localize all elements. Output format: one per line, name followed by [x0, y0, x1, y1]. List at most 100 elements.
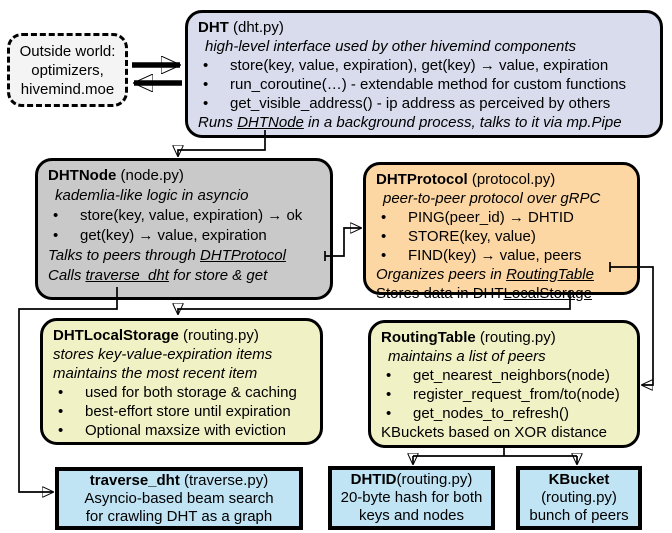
dht-bullet: • store(key, value, expiration), get(key…	[198, 56, 650, 75]
dhtprotocol-subtitle: peer-to-peer protocol over gRPC	[383, 190, 601, 207]
dhtnode-note-traverse: Calls traverse_dht for store & get	[48, 266, 320, 286]
dhtprotocol-note-storage: Stores data in DHTLocalStorage	[376, 284, 627, 303]
dht-bullet-text: get_visible_address() - ip address as pe…	[230, 95, 611, 112]
dht-title-line: DHT (dht.py)	[198, 18, 650, 37]
bullet-icon: •	[203, 57, 209, 74]
dhtlocalstorage-subtitle: stores key-value-expiration items	[53, 346, 273, 363]
traverse-dht-title-line: traverse_dht (traverse.py)	[62, 472, 296, 490]
dht-footer-link: DHTNode	[237, 114, 304, 131]
routingtable-footer: KBuckets based on XOR distance	[381, 424, 607, 441]
kbucket-line: bunch of peers	[529, 507, 629, 524]
dht-footer: Runs DHTNode in a background process, ta…	[198, 113, 650, 132]
traverse-dht-box: traverse_dht (traverse.py) Asyncio-based…	[55, 467, 303, 530]
dhtlocalstorage-bullet-text: best-effort store until expiration	[85, 403, 291, 420]
dhtprotocol-title-line: DHTProtocol (protocol.py)	[376, 170, 627, 189]
dhtprotocol-bullet-text: PING(peer_id) → DHTID	[408, 209, 574, 226]
bullet-icon: •	[386, 386, 392, 403]
dhtnode-traverse-link: traverse_dht	[85, 267, 169, 284]
dhtlocalstorage-bullet-text: Optional maxsize with eviction	[85, 422, 286, 439]
dhtnode-file: (node.py)	[120, 167, 184, 184]
dhtid-file: (routing.py)	[396, 471, 473, 488]
dhtprotocol-routingtable-link: RoutingTable	[506, 266, 594, 283]
dhtprotocol-file: (protocol.py)	[471, 171, 556, 188]
kbucket-file: (routing.py)	[541, 489, 617, 506]
dhtnode-bullet: • store(key, value, expiration) → ok	[48, 206, 320, 226]
dhtnode-bullet-text: store(key, value, expiration) → ok	[80, 207, 303, 224]
dhtnode-subtitle: kademlia-like logic in asyncio	[55, 187, 249, 204]
dhtlocalstorage-subtitle: maintains the most recent item	[53, 365, 258, 382]
dhtnode-note-text: for store & get	[168, 267, 268, 284]
dhtprotocol-box: DHTProtocol (protocol.py) peer-to-peer p…	[363, 162, 640, 302]
bullet-icon: •	[58, 422, 64, 439]
dhtlocalstorage-box: DHTLocalStorage (routing.py) stores key-…	[40, 318, 323, 445]
kbucket-box: KBucket (routing.py) bunch of peers	[516, 466, 642, 530]
bullet-icon: •	[58, 384, 64, 401]
dhtprotocol-note-text: Organizes peers in	[376, 266, 507, 283]
dhtid-title: DHTID	[350, 471, 397, 488]
dhtnode-note-text: Talks to peers through	[48, 247, 201, 264]
routingtable-box: RoutingTable (routing.py) maintains a li…	[368, 320, 640, 448]
dhtnode-protocol-link: DHTProtocol	[200, 247, 286, 264]
routingtable-title: RoutingTable	[381, 329, 476, 346]
dhtprotocol-bullet: • FIND(key) → value, peers	[376, 246, 627, 265]
routingtable-bullet: • register_request_from/to(node)	[381, 385, 627, 404]
dhtlocalstorage-file: (routing.py)	[183, 327, 259, 344]
dhtnode-note-protocol: Talks to peers through DHTProtocol	[48, 246, 320, 266]
bullet-icon: •	[53, 227, 59, 244]
routingtable-title-line: RoutingTable (routing.py)	[381, 328, 627, 347]
bullet-icon: •	[58, 403, 64, 420]
bullet-icon: •	[203, 76, 209, 93]
routingtable-bullet: • get_nearest_neighbors(node)	[381, 366, 627, 385]
traverse-dht-file: (traverse.py)	[184, 471, 269, 489]
dht-bullet: • get_visible_address() - ip address as …	[198, 94, 650, 113]
dhtlocalstorage-bullet: • Optional maxsize with eviction	[53, 421, 310, 440]
routingtable-bullet-text: register_request_from/to(node)	[413, 386, 620, 403]
dhtlocalstorage-bullet: • used for both storage & caching	[53, 383, 310, 402]
dhtnode-title-line: DHTNode (node.py)	[48, 166, 320, 186]
dht-bullet-text: run_coroutine(…) - extendable method for…	[230, 76, 627, 93]
dhtlocalstorage-bullet: • best-effort store until expiration	[53, 402, 310, 421]
bullet-icon: •	[381, 228, 387, 245]
dhtid-box: DHTID(routing.py) 20-byte hash for both …	[328, 466, 495, 530]
routingtable-file: (routing.py)	[479, 329, 556, 346]
kbucket-title: KBucket	[548, 471, 610, 488]
dhtid-line: keys and nodes	[358, 507, 465, 524]
dhtlocalstorage-title: DHTLocalStorage	[53, 327, 179, 344]
bullet-icon: •	[381, 209, 387, 226]
traverse-dht-line: Asyncio-based beam search	[84, 489, 274, 507]
dhtlocalstorage-bullet-text: used for both storage & caching	[85, 384, 297, 401]
routingtable-bullet-text: get_nearest_neighbors(node)	[413, 367, 610, 384]
traverse-dht-title: traverse_dht	[89, 471, 180, 489]
dhtprotocol-bullet: • PING(peer_id) → DHTID	[376, 208, 627, 227]
bullet-icon: •	[386, 405, 392, 422]
bullet-icon: •	[203, 95, 209, 112]
dhtnode-note-text: Calls	[48, 267, 86, 284]
traverse-dht-line: for crawling DHT as a graph	[85, 507, 273, 525]
dhtprotocol-bullet-text: FIND(key) → value, peers	[408, 247, 582, 264]
bullet-icon: •	[381, 247, 387, 264]
routingtable-bullet: • get_nodes_to_refresh()	[381, 404, 627, 423]
outside-world-line: optimizers,	[31, 61, 104, 79]
dhtprotocol-bullet-text: STORE(key, value)	[408, 228, 536, 245]
dht-footer-text: in a background process, talks to it via…	[303, 114, 622, 131]
dhtprotocol-localstorage-link: LocalStorage	[503, 285, 592, 302]
dht-title: DHT	[198, 19, 229, 36]
dhtnode-bullet: • get(key) → value, expiration	[48, 226, 320, 246]
dhtlocalstorage-title-line: DHTLocalStorage (routing.py)	[53, 326, 310, 345]
dhtnode-box: DHTNode (node.py) kademlia-like logic in…	[35, 158, 333, 300]
dhtprotocol-title: DHTProtocol	[376, 171, 468, 188]
dhtnode-bullet-text: get(key) → value, expiration	[80, 227, 267, 244]
bullet-icon: •	[53, 207, 59, 224]
dht-bullet-text: store(key, value, expiration), get(key) …	[230, 57, 609, 74]
dhtid-line: 20-byte hash for both	[340, 489, 483, 506]
dhtprotocol-note-text: Stores data in DHT	[376, 285, 504, 302]
dhtid-title-line: DHTID(routing.py)	[335, 471, 488, 489]
dhtprotocol-bullet: • STORE(key, value)	[376, 227, 627, 246]
dht-footer-text: Runs	[198, 114, 238, 131]
routingtable-bullet-text: get_nodes_to_refresh()	[413, 405, 569, 422]
outside-world-box: Outside world: optimizers, hivemind.moe	[7, 33, 128, 107]
dht-box: DHT (dht.py) high-level interface used b…	[185, 10, 663, 138]
outside-world-line: Outside world:	[19, 42, 116, 60]
dht-bullet: • run_coroutine(…) - extendable method f…	[198, 75, 650, 94]
